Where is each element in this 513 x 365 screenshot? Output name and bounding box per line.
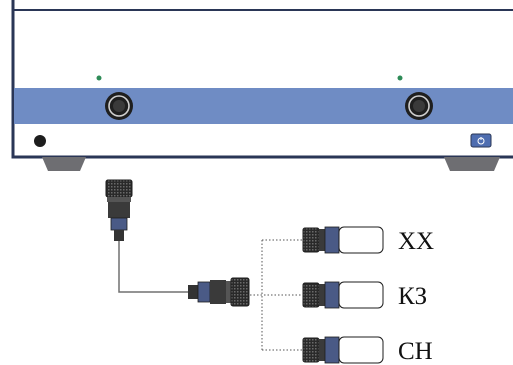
- led-indicator-icon: [96, 75, 102, 81]
- instrument-front-panel: [11, 0, 513, 171]
- short-load-icon[interactable]: [302, 281, 384, 309]
- load-label-short: КЗ: [398, 283, 428, 310]
- adapter-icon: [105, 179, 133, 241]
- open-load-icon[interactable]: [302, 226, 384, 254]
- load-label-matched: СН: [398, 338, 433, 365]
- power-button-icon[interactable]: [470, 133, 492, 148]
- foot-left: [42, 157, 86, 171]
- port-1-icon[interactable]: [105, 92, 133, 120]
- cable-icon: [118, 241, 188, 293]
- power-indicator-icon: [34, 135, 46, 147]
- foot-right: [444, 157, 500, 171]
- connection-lines: [250, 239, 303, 351]
- port-2-icon[interactable]: [405, 92, 433, 120]
- matched-load-icon[interactable]: [302, 336, 384, 364]
- led-indicator-icon: [397, 75, 403, 81]
- load-label-open: XX: [398, 228, 435, 255]
- cable-connector-icon: [188, 277, 250, 307]
- port-band: [14, 88, 513, 124]
